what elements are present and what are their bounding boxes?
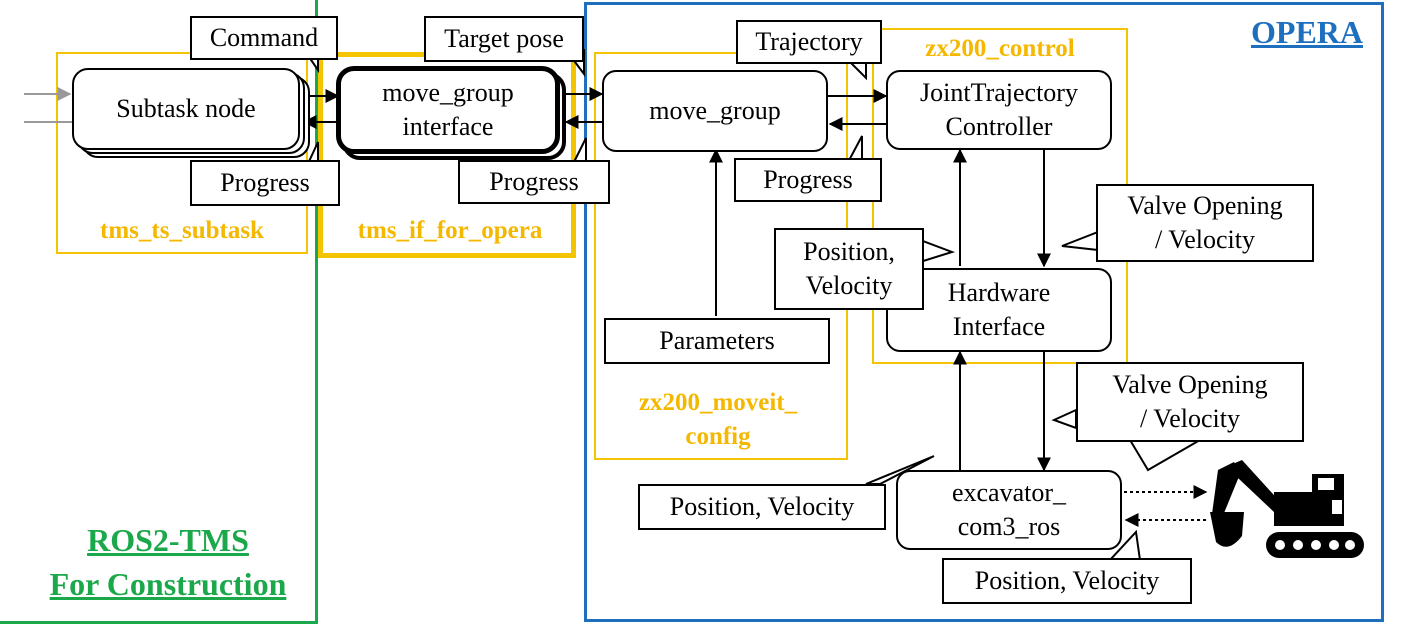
excavator-com3-ros-node[interactable]: excavator_ com3_ros — [896, 470, 1122, 550]
position-3-callout-tail — [1107, 529, 1142, 561]
tms-if-for-opera-label: tms_if_for_opera — [357, 217, 543, 244]
excavator-icon — [1210, 460, 1364, 558]
command-callout: Command — [190, 16, 338, 60]
ros2-tms-title: ROS2-TMS For Construction — [49, 522, 287, 602]
progress-1-callout: Progress — [190, 160, 340, 206]
zx200-moveit-config-label: zx200_moveit_ config — [638, 389, 798, 450]
progress-2-callout: Progress — [458, 160, 610, 204]
zx200-control-label: zx200_control — [925, 35, 1075, 62]
tms-ts-subtask-package — [56, 52, 308, 254]
ros2-tms-frame — [0, 0, 318, 624]
valve-1-callout-tail — [1061, 230, 1099, 252]
trajectory-callout: Trajectory — [736, 20, 882, 64]
position-velocity-callout-2: Position, Velocity — [638, 484, 886, 530]
position-1-callout-tail — [919, 238, 956, 264]
valve-2-callout-tail — [1051, 408, 1077, 430]
position-velocity-callout-3: Position, Velocity — [942, 558, 1192, 604]
valve-opening-velocity-callout-2: Valve Opening / Velocity — [1076, 362, 1304, 442]
valve-opening-velocity-callout-1: Valve Opening / Velocity — [1096, 184, 1314, 262]
valve-2-callout-lower-tail — [1128, 439, 1204, 472]
subtask-node[interactable]: Subtask node — [72, 68, 300, 150]
target-pose-callout: Target pose — [424, 16, 584, 62]
tms-ts-subtask-label: tms_ts_subtask — [100, 217, 264, 244]
progress-3-callout: Progress — [734, 158, 882, 202]
joint-trajectory-controller-node[interactable]: JointTrajectory Controller — [886, 70, 1112, 150]
opera-frame — [584, 2, 1384, 622]
move-group-node[interactable]: move_group — [602, 70, 828, 152]
opera-title: OPERA — [1251, 14, 1363, 50]
move-group-interface-node[interactable]: move_group interface — [336, 66, 560, 154]
position-velocity-callout-1: Position, Velocity — [774, 228, 924, 310]
parameters-callout: Parameters — [604, 318, 830, 364]
position-2-callout-tail — [865, 455, 935, 485]
